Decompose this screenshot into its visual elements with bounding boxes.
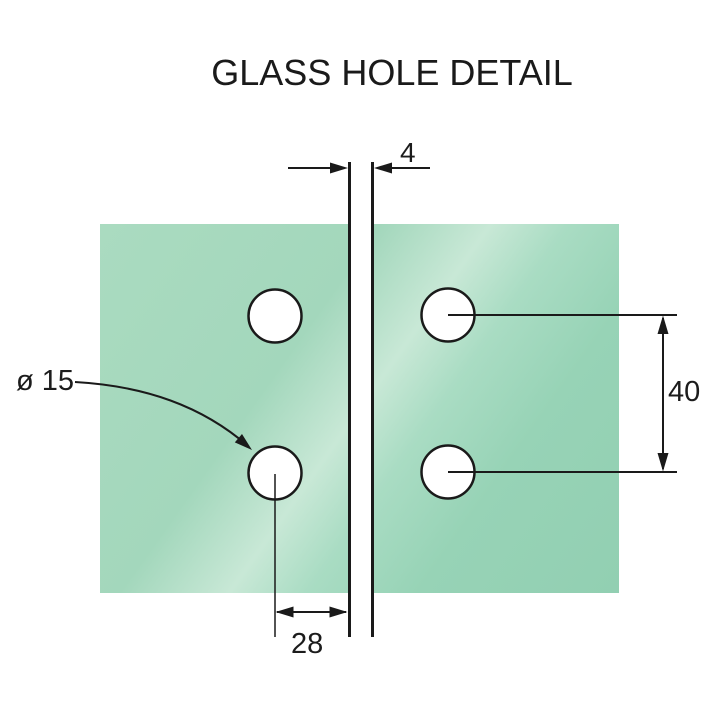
edge-dim-arrow-left xyxy=(275,606,294,618)
gap-dim-arrow-right xyxy=(330,162,348,174)
spacing-dim-arrow-down xyxy=(657,453,669,472)
page-title: GLASS HOLE DETAIL xyxy=(211,52,573,93)
edge-distance-label: 28 xyxy=(291,628,324,660)
diameter-leader-arrow xyxy=(234,434,252,450)
right-glass-panel xyxy=(372,224,619,593)
spacing-dim-arrow-up xyxy=(657,315,669,334)
gap-dimension-label: 4 xyxy=(400,137,416,168)
diameter-leader-line xyxy=(74,381,249,447)
hole-left-top xyxy=(247,288,303,344)
gap-dim-arrow-left xyxy=(374,162,392,174)
edge-dim-arrow-right xyxy=(329,606,348,618)
left-glass-panel xyxy=(100,224,348,593)
hole-spacing-label: 40 xyxy=(668,376,701,408)
hole-diameter-label: ø 15 xyxy=(16,365,75,397)
